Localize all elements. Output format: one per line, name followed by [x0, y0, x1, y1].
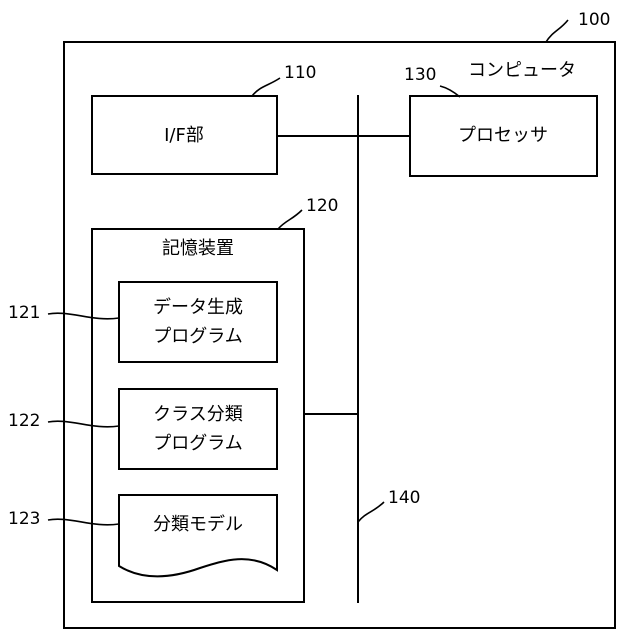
computer-ref: 100: [578, 10, 610, 30]
storage-label: 記憶装置: [162, 238, 234, 259]
bus-ref: 140: [388, 488, 420, 508]
data-generation-program-ref: 121: [8, 303, 40, 323]
data-generation-program-box: [119, 282, 277, 362]
processor-ref: 130: [404, 65, 436, 85]
class-classification-program-line2: プログラム: [153, 433, 242, 454]
data-generation-program-line2: プログラム: [153, 326, 242, 347]
interface-label: I/F部: [164, 125, 204, 146]
processor-label: プロセッサ: [458, 125, 548, 146]
computer-leader: [546, 20, 568, 42]
class-classification-program-box: [119, 389, 277, 469]
class-classification-program-ref: 122: [8, 411, 40, 431]
classification-model-ref: 123: [8, 509, 40, 529]
interface-ref: 110: [284, 63, 316, 83]
data-generation-program-line1: データ生成: [153, 297, 243, 318]
storage-ref: 120: [306, 196, 338, 216]
computer-label: コンピュータ: [468, 60, 576, 81]
class-classification-program-line1: クラス分類: [153, 404, 243, 425]
classification-model-label: 分類モデル: [153, 514, 243, 535]
